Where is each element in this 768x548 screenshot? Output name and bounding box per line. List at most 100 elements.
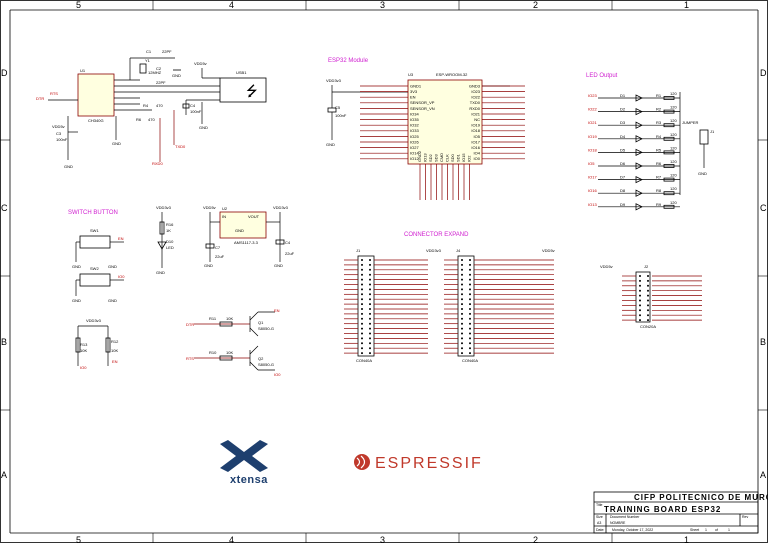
led-resistor-ref: R9 (656, 202, 662, 207)
zone-row-d: D (1, 68, 8, 78)
esp32-right-pin-label: IO18 (471, 128, 480, 133)
header-mid-pin-dot (461, 263, 463, 266)
esp32-bottom-pin-label: IO13 (423, 153, 428, 162)
header-right-pin-dot (639, 294, 641, 297)
r6-ref: R6 (136, 117, 142, 122)
zone-col-1-bottom: 1 (684, 535, 689, 543)
esp32-right-pin-label: IO21 (471, 111, 480, 116)
r11-ref: R11 (209, 316, 217, 321)
title-block-company: CIFP POLITECNICO DE MURCIA (634, 493, 768, 502)
zone-row-d-right: D (760, 68, 767, 78)
led-net-label: IO23 (588, 93, 597, 98)
led-ref-label: D7 (620, 175, 626, 180)
auto-reset-block: DTR R11 10K Q1 S8050-G EN RTS R10 10K Q2… (186, 308, 281, 377)
header-mid-pin-dot (461, 303, 463, 306)
header-right-pin-dot (639, 284, 641, 287)
gnd-label-6: GND (698, 171, 707, 176)
esp32-bottom-pin-label: SD0 (450, 153, 455, 162)
header-mid-pin-dot (469, 308, 471, 310)
zone-row-c-right: C (760, 203, 767, 213)
esp32-left-pin-label: IO32 (410, 123, 419, 128)
header-mid-pin-dot (461, 288, 463, 291)
header-mid-pin-dot (469, 303, 471, 306)
led-ref-label: D4 (620, 134, 626, 139)
title-block-rev-label: Rev (742, 515, 748, 519)
esp32-right-pin-label: RXD0 (469, 106, 480, 111)
esp32-bottom-pin-label: IO2 (467, 155, 472, 162)
jumper-symbol (699, 129, 709, 145)
header-mid-pin-dot (469, 288, 471, 291)
header-mid-pin-dot (461, 283, 463, 286)
c4-value: 100nF (190, 109, 202, 114)
esp32-right-pin-label: NC (474, 117, 480, 122)
d10-part: LED (166, 245, 174, 250)
title-block-size-label: Size (596, 515, 603, 519)
esp32-pins: GND13V3ENSENSOR_VPSENSOR_VNIO34IO35IO32I… (360, 83, 525, 200)
header-mid-pin-dot (461, 268, 463, 271)
gnd-label-9: GND (72, 298, 81, 303)
header-left-pin-dot (369, 288, 371, 291)
esp32-left-pin-label: IO35 (410, 117, 419, 122)
header-left-pin-dot (369, 268, 371, 271)
gnd-label-5: GND (326, 142, 335, 147)
esp32-left-pin-label: IO25 (410, 134, 419, 139)
esp32-ref: U3 (408, 72, 414, 77)
en-net-label-3: EN (274, 308, 280, 313)
esp32-right-pin-label: IO4 (474, 151, 481, 156)
header-mid-pin-dot (469, 322, 471, 325)
header-right-pin-dot (647, 304, 649, 307)
header-mid-pin-dot (469, 298, 471, 301)
esp32-right-pin-label: IO5 (474, 134, 481, 139)
zone-labels-left: D C B A (1, 68, 8, 480)
c2-ref: C2 (156, 66, 162, 71)
r4-value: 470 (156, 103, 163, 108)
vdd3v3-label-5: VDD3v3 (426, 248, 442, 253)
header-left-pin-dot (361, 283, 363, 286)
espressif-wordmark: ESPRESSIF (375, 455, 483, 472)
header-left-pin-dot (369, 327, 371, 330)
header-mid-pin-dot (461, 317, 463, 320)
y1-ref: Y1 (145, 58, 151, 63)
led-resistor-symbol (663, 96, 675, 100)
header-left-pin-dot (361, 298, 363, 301)
led-ref-label: D1 (620, 93, 626, 98)
gnd-label-1: GND (172, 73, 181, 78)
vdd5v-label-5: VDD5v (600, 264, 613, 269)
io0-net-label-3: IO0 (274, 372, 281, 377)
vdd3v3-label-2: VDD3v3 (86, 318, 102, 323)
gnd-label-12: GND (204, 263, 213, 268)
header-mid-pin-dot (461, 332, 463, 335)
power-block: VDD3v3 R16 1K D10 LED GND U2 IN VOUT GND… (156, 205, 295, 275)
header-left-pin-dot (361, 352, 363, 355)
c5-ref: C5 (335, 105, 341, 110)
connector-section-title: CONNECTOR EXPAND (404, 232, 469, 238)
xtensa-logo: xtensa (220, 440, 268, 486)
led-diode-symbol (635, 135, 643, 143)
header-left-pin-dot (369, 317, 371, 320)
zone-row-a-right: A (760, 470, 766, 480)
esp32-bottom-pin-label: CMD (439, 153, 444, 162)
gnd-label-10: GND (108, 298, 117, 303)
header-right-pin-dot (639, 289, 641, 292)
led-net-label: IO19 (588, 134, 597, 139)
header-right-pin-dot (647, 284, 649, 287)
header-left-pin-dot (369, 332, 371, 335)
y1-part: 12MHZ (148, 70, 162, 75)
power-led-symbol (157, 241, 167, 250)
header-mid-pin-dot (461, 273, 463, 276)
led-resistor-value: 120 (670, 91, 677, 96)
r4-ref: R4 (143, 103, 149, 108)
title-block-doc: NOMBRE (610, 521, 626, 525)
xtensa-wordmark: xtensa (230, 474, 268, 486)
gnd-label-3: GND (199, 125, 208, 130)
led-ref-label: D2 (620, 107, 626, 112)
c-out-ref: C4 (285, 240, 291, 245)
header-right-pin-dot (647, 314, 649, 317)
header-left-pin-dot (361, 303, 363, 306)
ch340g-chip (77, 73, 115, 117)
led-diode-symbol (635, 162, 643, 170)
switch-button-block: SWITCH BUTTON SW1 EN GND GND SW2 IO0 GND… (68, 210, 125, 370)
zone-col-2-bottom: 2 (533, 535, 538, 543)
r10-ref: R10 (209, 350, 217, 355)
